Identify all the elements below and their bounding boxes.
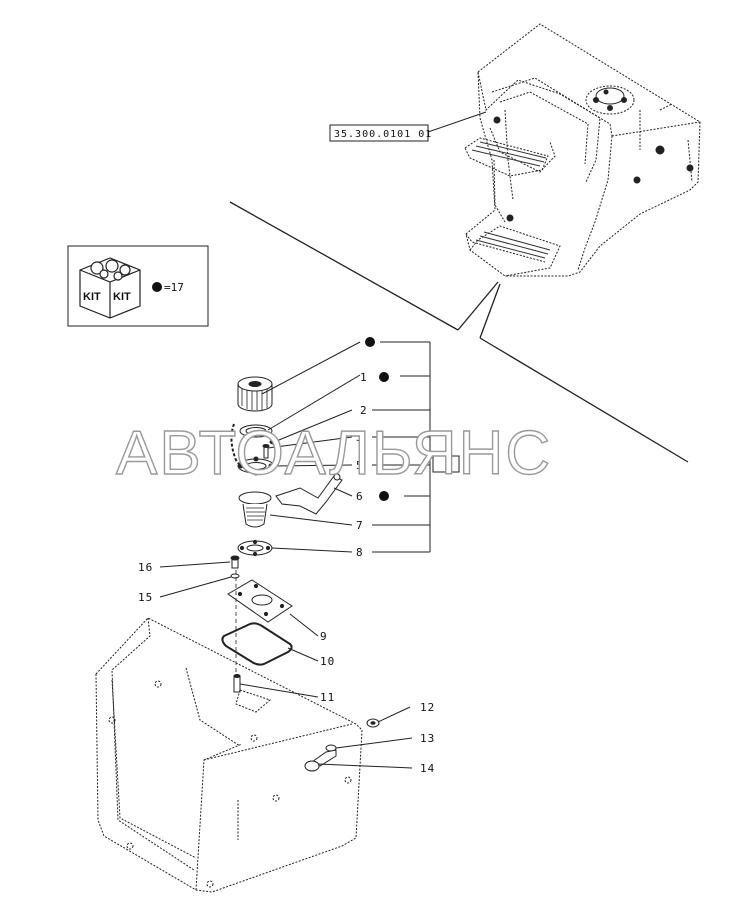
- callout-5[interactable]: 5: [356, 459, 364, 472]
- part-bolt-16[interactable]: [230, 555, 240, 569]
- kit-dot-6: [379, 491, 389, 501]
- callout-7[interactable]: 7: [356, 519, 364, 532]
- callout-15[interactable]: 15: [138, 591, 153, 604]
- kit-legend-text: =17: [164, 281, 184, 294]
- part-screw-3[interactable]: [262, 444, 270, 459]
- step-grating: [471, 141, 551, 259]
- part-nut-12[interactable]: [366, 718, 380, 728]
- callout-3[interactable]: 3: [356, 431, 364, 444]
- kit-dot-1: [379, 372, 389, 382]
- callout-labels: 1 2 3 5 6 7 8 9 10 11 12 13 14 15 16: [138, 371, 435, 775]
- callout-6[interactable]: 6: [356, 490, 364, 503]
- callout-13[interactable]: 13: [420, 732, 435, 745]
- callout-9[interactable]: 9: [320, 630, 328, 643]
- part-gasket-1[interactable]: [239, 424, 273, 438]
- kit-dot-marker: [152, 282, 162, 292]
- callout-12[interactable]: 12: [420, 701, 435, 714]
- kit-icon-text-right: KIT: [113, 291, 131, 303]
- callout-14[interactable]: 14: [420, 762, 435, 775]
- part-wrench-6[interactable]: [275, 473, 343, 515]
- callout-1[interactable]: 1: [360, 371, 368, 384]
- callout-8[interactable]: 8: [356, 546, 364, 559]
- callout-11[interactable]: 11: [320, 691, 335, 704]
- filler-cap-overview: [493, 85, 694, 222]
- part-stud-11[interactable]: [233, 674, 241, 693]
- part-filler-cap[interactable]: [237, 376, 273, 412]
- section-lines: [229, 201, 689, 463]
- kit-legend-box: KIT KIT =17: [67, 245, 209, 327]
- part-plate-8[interactable]: [237, 539, 273, 557]
- part-gasket-10[interactable]: [221, 622, 293, 666]
- callout-16[interactable]: 16: [138, 561, 153, 574]
- watermark: АВТОАЛЬЯНС: [116, 419, 552, 488]
- kit-icon: [79, 257, 141, 319]
- part-base-plate-9[interactable]: [227, 579, 293, 623]
- leader-lines: [159, 341, 460, 769]
- reference-leader: [427, 111, 487, 133]
- part-strainer-7[interactable]: [238, 491, 272, 528]
- reference-label-box[interactable]: [329, 124, 429, 142]
- kit-icon-text-left: KIT: [83, 291, 101, 303]
- part-retaining-chain: [230, 423, 251, 469]
- kit-dot-top: [365, 337, 375, 347]
- tank-assembly-overview: [464, 23, 701, 277]
- reference-label[interactable]: 35.300.0101 01: [334, 129, 432, 140]
- part-washer-15[interactable]: [230, 573, 240, 579]
- part-bolt-14[interactable]: [304, 749, 337, 772]
- callout-10[interactable]: 10: [320, 655, 335, 668]
- fuel-tank-body[interactable]: [95, 617, 363, 893]
- callout-2[interactable]: 2: [360, 404, 368, 417]
